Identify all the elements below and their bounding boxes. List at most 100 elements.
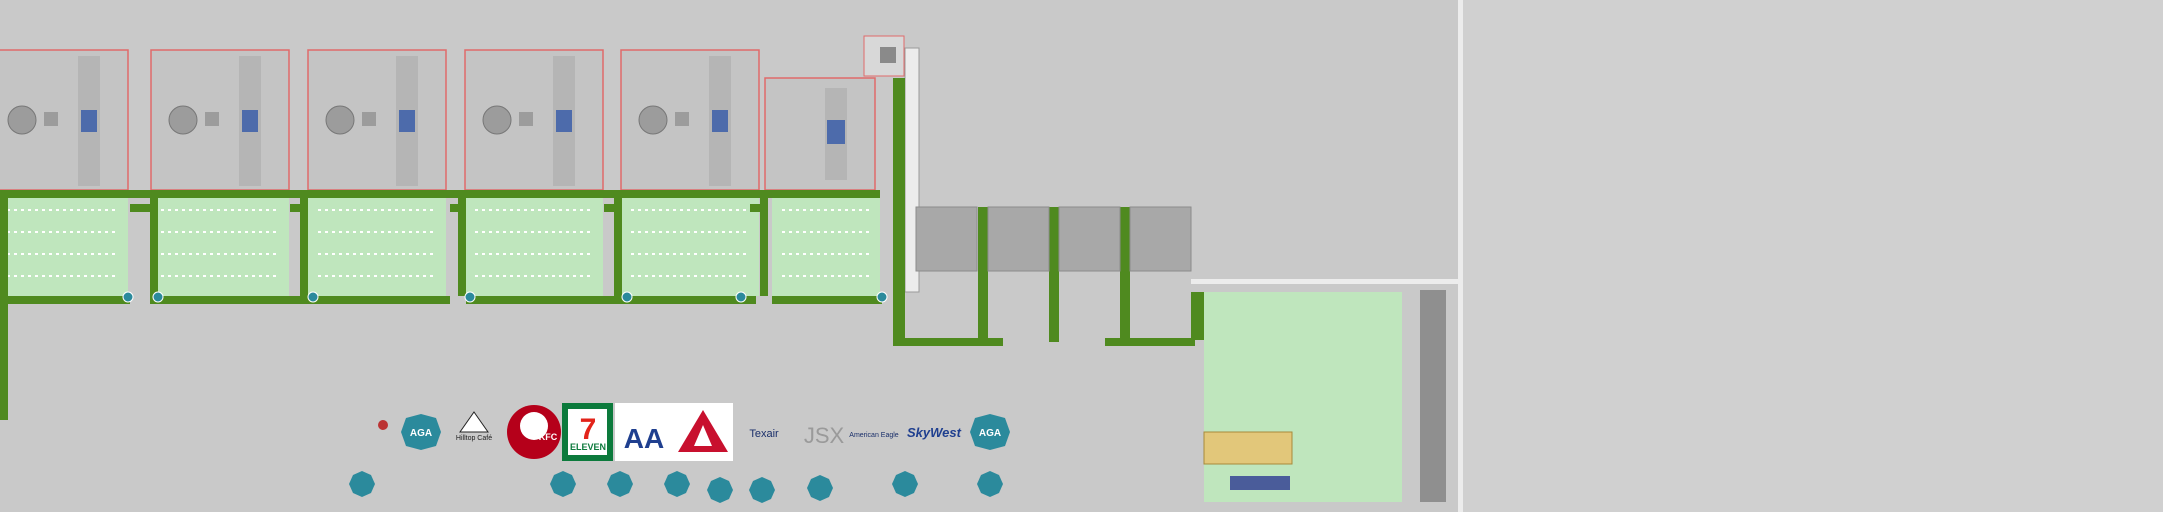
checkin-counters[interactable] [1420,290,1446,502]
terminal-wall [1191,279,1463,284]
boarding-counter[interactable] [556,110,572,132]
boarding-counter[interactable] [399,110,415,132]
grass-planter[interactable] [290,204,302,212]
gate-seating[interactable] [325,105,355,135]
sign-delta[interactable] [673,403,733,461]
svg-text:AGA: AGA [979,428,1001,439]
gate-desk[interactable] [519,112,533,126]
gate-seating[interactable] [482,105,512,135]
gate-tower[interactable] [863,35,905,77]
security-queue-area[interactable] [1204,292,1402,502]
gate-desk[interactable] [362,112,376,126]
gate-seating[interactable] [7,105,37,135]
aga-kiosk[interactable] [349,471,375,497]
grass-planter[interactable] [893,338,1003,346]
security-checkpoint[interactable] [915,206,1192,272]
svg-text:AA: AA [624,423,664,454]
queue-lane[interactable] [308,196,446,296]
sign-hilltop-cafe[interactable]: Hilltop Café [456,411,492,442]
gate-marker[interactable] [122,291,134,303]
grass-planter[interactable] [750,204,762,212]
svg-text:JSX: JSX [804,423,845,448]
terminal-wall [1458,0,1463,284]
boarding-counter[interactable] [712,110,728,132]
grass-planter[interactable] [0,190,880,198]
aga-kiosks[interactable] [349,471,1003,503]
aga-kiosk[interactable] [550,471,576,497]
gate-room[interactable] [764,77,876,191]
sidebar-panel [1462,0,2163,512]
sign-aga[interactable]: AGA [401,414,441,450]
shop-signs[interactable]: AGA Hilltop Café KFC 7 ELEVEN AA Texair [378,403,1010,461]
svg-text:Hilltop Café: Hilltop Café [456,435,492,442]
queue-lane[interactable] [772,196,880,296]
gate-desk[interactable] [44,112,58,126]
aga-kiosk[interactable] [707,477,733,503]
svg-text:7: 7 [580,413,597,446]
sign-texair[interactable]: Texair [749,428,779,440]
gate-marker[interactable] [307,291,319,303]
grass-planter[interactable] [458,196,466,296]
queue-lane[interactable] [0,196,128,296]
sign-skywest[interactable]: SkyWest [907,425,962,440]
grass-planter[interactable] [150,296,450,304]
gate-marker[interactable] [464,291,476,303]
grass-planter[interactable] [893,78,905,346]
grass-planter[interactable] [150,196,158,296]
grass-planter[interactable] [130,204,150,212]
queue-lane[interactable] [621,196,759,296]
aga-kiosk[interactable] [892,471,918,497]
grass-planter[interactable] [300,196,308,296]
aga-kiosk[interactable] [977,471,1003,497]
grass-planter[interactable] [772,296,882,304]
grass-planter[interactable] [1049,207,1059,342]
gate-desk[interactable] [205,112,219,126]
gate-marker[interactable] [735,291,747,303]
boarding-counter[interactable] [827,120,845,144]
sign-jsx[interactable]: JSX [804,423,845,448]
aga-kiosk[interactable] [749,477,775,503]
grass-planter[interactable] [450,204,460,212]
gate-seating[interactable] [638,105,668,135]
gate-room[interactable] [150,49,290,191]
aga-kiosk[interactable] [664,471,690,497]
gate-marker[interactable] [621,291,633,303]
boarding-counter[interactable] [242,110,258,132]
sign-kfc[interactable]: KFC [507,405,561,459]
grass-planter[interactable] [0,296,130,304]
gate-desk[interactable] [675,112,689,126]
grass-planter[interactable] [1105,338,1195,346]
grass-planter[interactable] [466,296,756,304]
svg-text:ELEVEN: ELEVEN [570,442,606,452]
grass-planter[interactable] [760,196,768,296]
grass-planter[interactable] [604,204,616,212]
gate-markers [122,291,888,303]
sign-aga[interactable]: AGA [970,414,1010,450]
gates-layer [0,49,876,191]
grass-layer [0,78,1314,500]
gate-marker[interactable] [876,291,888,303]
terminal-wall [1458,279,1463,512]
sign-american-airlines[interactable]: AA [615,403,673,461]
waiting-seats[interactable] [1203,431,1293,490]
gate-marker[interactable] [152,291,164,303]
sign-american-eagle[interactable]: American Eagle [849,432,899,439]
aga-kiosk[interactable] [607,471,633,497]
grass-planter[interactable] [0,190,8,420]
grass-planter[interactable] [1120,207,1130,342]
grass-planter[interactable] [614,196,622,296]
sign-7-eleven[interactable]: 7 ELEVEN [562,403,613,461]
svg-text:KFC: KFC [539,432,558,442]
queue-lane[interactable] [151,196,289,296]
svg-text:SkyWest: SkyWest [907,425,962,440]
boarding-counter[interactable] [81,110,97,132]
aga-kiosk[interactable] [807,475,833,501]
grass-planter[interactable] [978,207,988,342]
svg-text:Texair: Texair [749,428,779,440]
svg-text:American Eagle: American Eagle [849,432,899,439]
svg-text:AGA: AGA [410,428,432,439]
queue-lane[interactable] [465,196,603,296]
grass-planter[interactable] [1191,292,1205,340]
gate-seating[interactable] [168,105,198,135]
